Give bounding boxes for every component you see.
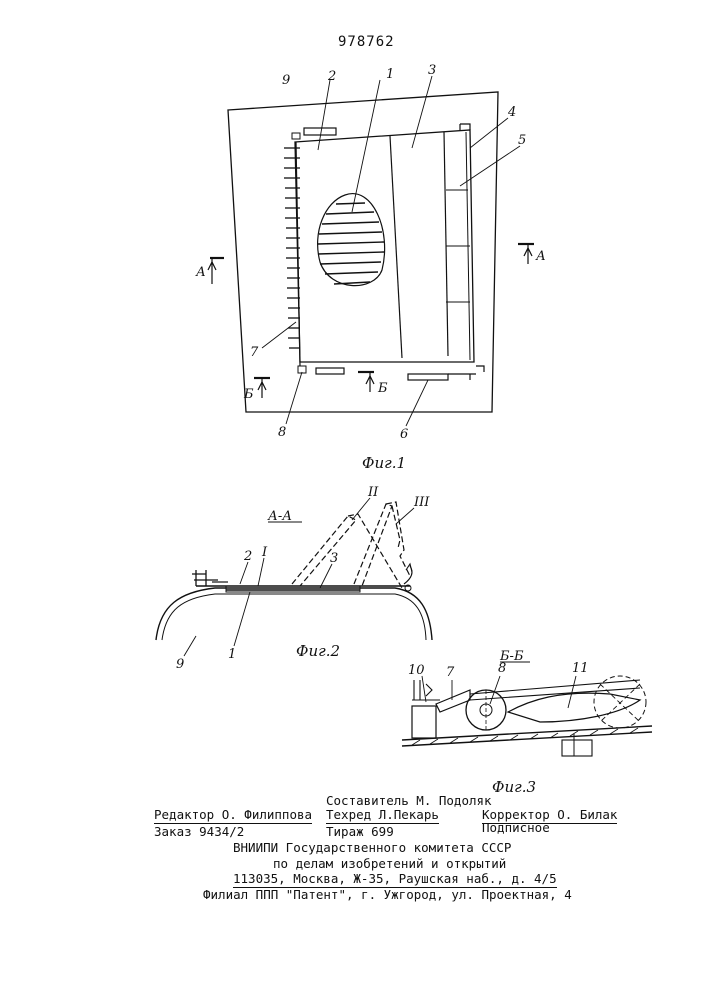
figure-3-caption: Фиг.3	[492, 778, 536, 796]
imprint-compiler: Составитель М. Подоляк	[326, 793, 492, 808]
fig3-label-10: 10	[408, 663, 425, 678]
fig3-label-11: 11	[572, 661, 589, 676]
imprint-subscription: Подписное	[482, 820, 550, 835]
imprint-circulation: Тираж 699	[326, 824, 394, 839]
imprint-branch: Филиал ППП "Патент", г. Ужгород, ул. Про…	[203, 887, 572, 902]
fig3-label-7: 7	[446, 665, 455, 680]
imprint-org-line2: по делам изобретений и открытий	[273, 856, 506, 871]
imprint-order: Заказ 9434/2	[154, 824, 244, 839]
figure-3-drawing: Б-Б 10 7 8 11 Фиг.3	[0, 0, 707, 800]
imprint-editor: Редактор О. Филиппова	[154, 807, 312, 824]
imprint-techred: Техред Л.Пекарь	[326, 807, 439, 824]
imprint-org-line1: ВНИИПИ Государственного комитета СССР	[233, 840, 511, 855]
fig3-label-8: 8	[498, 661, 506, 676]
imprint-address: 113035, Москва, Ж-35, Раушская наб., д. …	[233, 871, 557, 888]
